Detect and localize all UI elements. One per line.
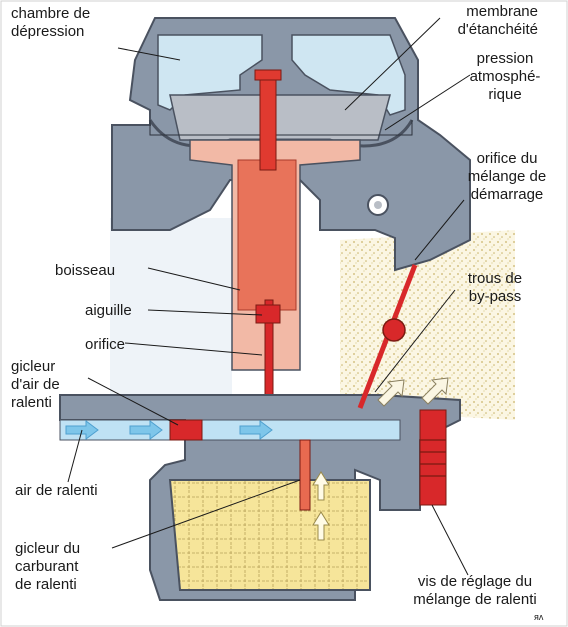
fuel-flow-arrows	[312, 471, 330, 541]
label-idle-air-jet: gicleur d'air de ralenti	[11, 358, 60, 411]
idle-air-passage	[59, 419, 401, 441]
diaphragm-housing	[169, 94, 391, 141]
label-needle: aiguille	[85, 302, 132, 319]
label-bypass-holes: trous de by-pass	[467, 270, 523, 305]
label-idle-fuel-jet: gicleur du carburant de ralenti	[15, 540, 81, 593]
corner-mark: ᴙᴧ	[534, 612, 544, 622]
air-inlet-throat	[110, 218, 232, 395]
piston-core	[237, 159, 297, 311]
label-idle-air: air de ralenti	[15, 482, 98, 499]
piston-rod	[259, 74, 277, 171]
idle-mixture-screw	[419, 409, 447, 506]
label-mixture-screw: vis de réglage du mélange de ralenti	[413, 573, 537, 608]
bypass-arrows	[377, 377, 449, 407]
label-vacuum-chamber: chambre de dépression	[11, 5, 91, 40]
label-piston: boisseau	[55, 262, 116, 279]
throttle-shaft	[382, 318, 406, 342]
idle-fuel-jet	[299, 439, 311, 511]
float-bowl	[168, 479, 371, 591]
label-orifice: orifice	[85, 336, 126, 353]
label-atmospheric-pressure: pression atmosphé- rique	[469, 50, 541, 103]
leader-lines	[67, 17, 471, 576]
vacuum-chamber-left	[157, 34, 263, 111]
label-start-orifice: orifice du mélange de démarrage	[467, 150, 547, 203]
label-membrane: membrane d'étanchéité	[457, 3, 538, 38]
